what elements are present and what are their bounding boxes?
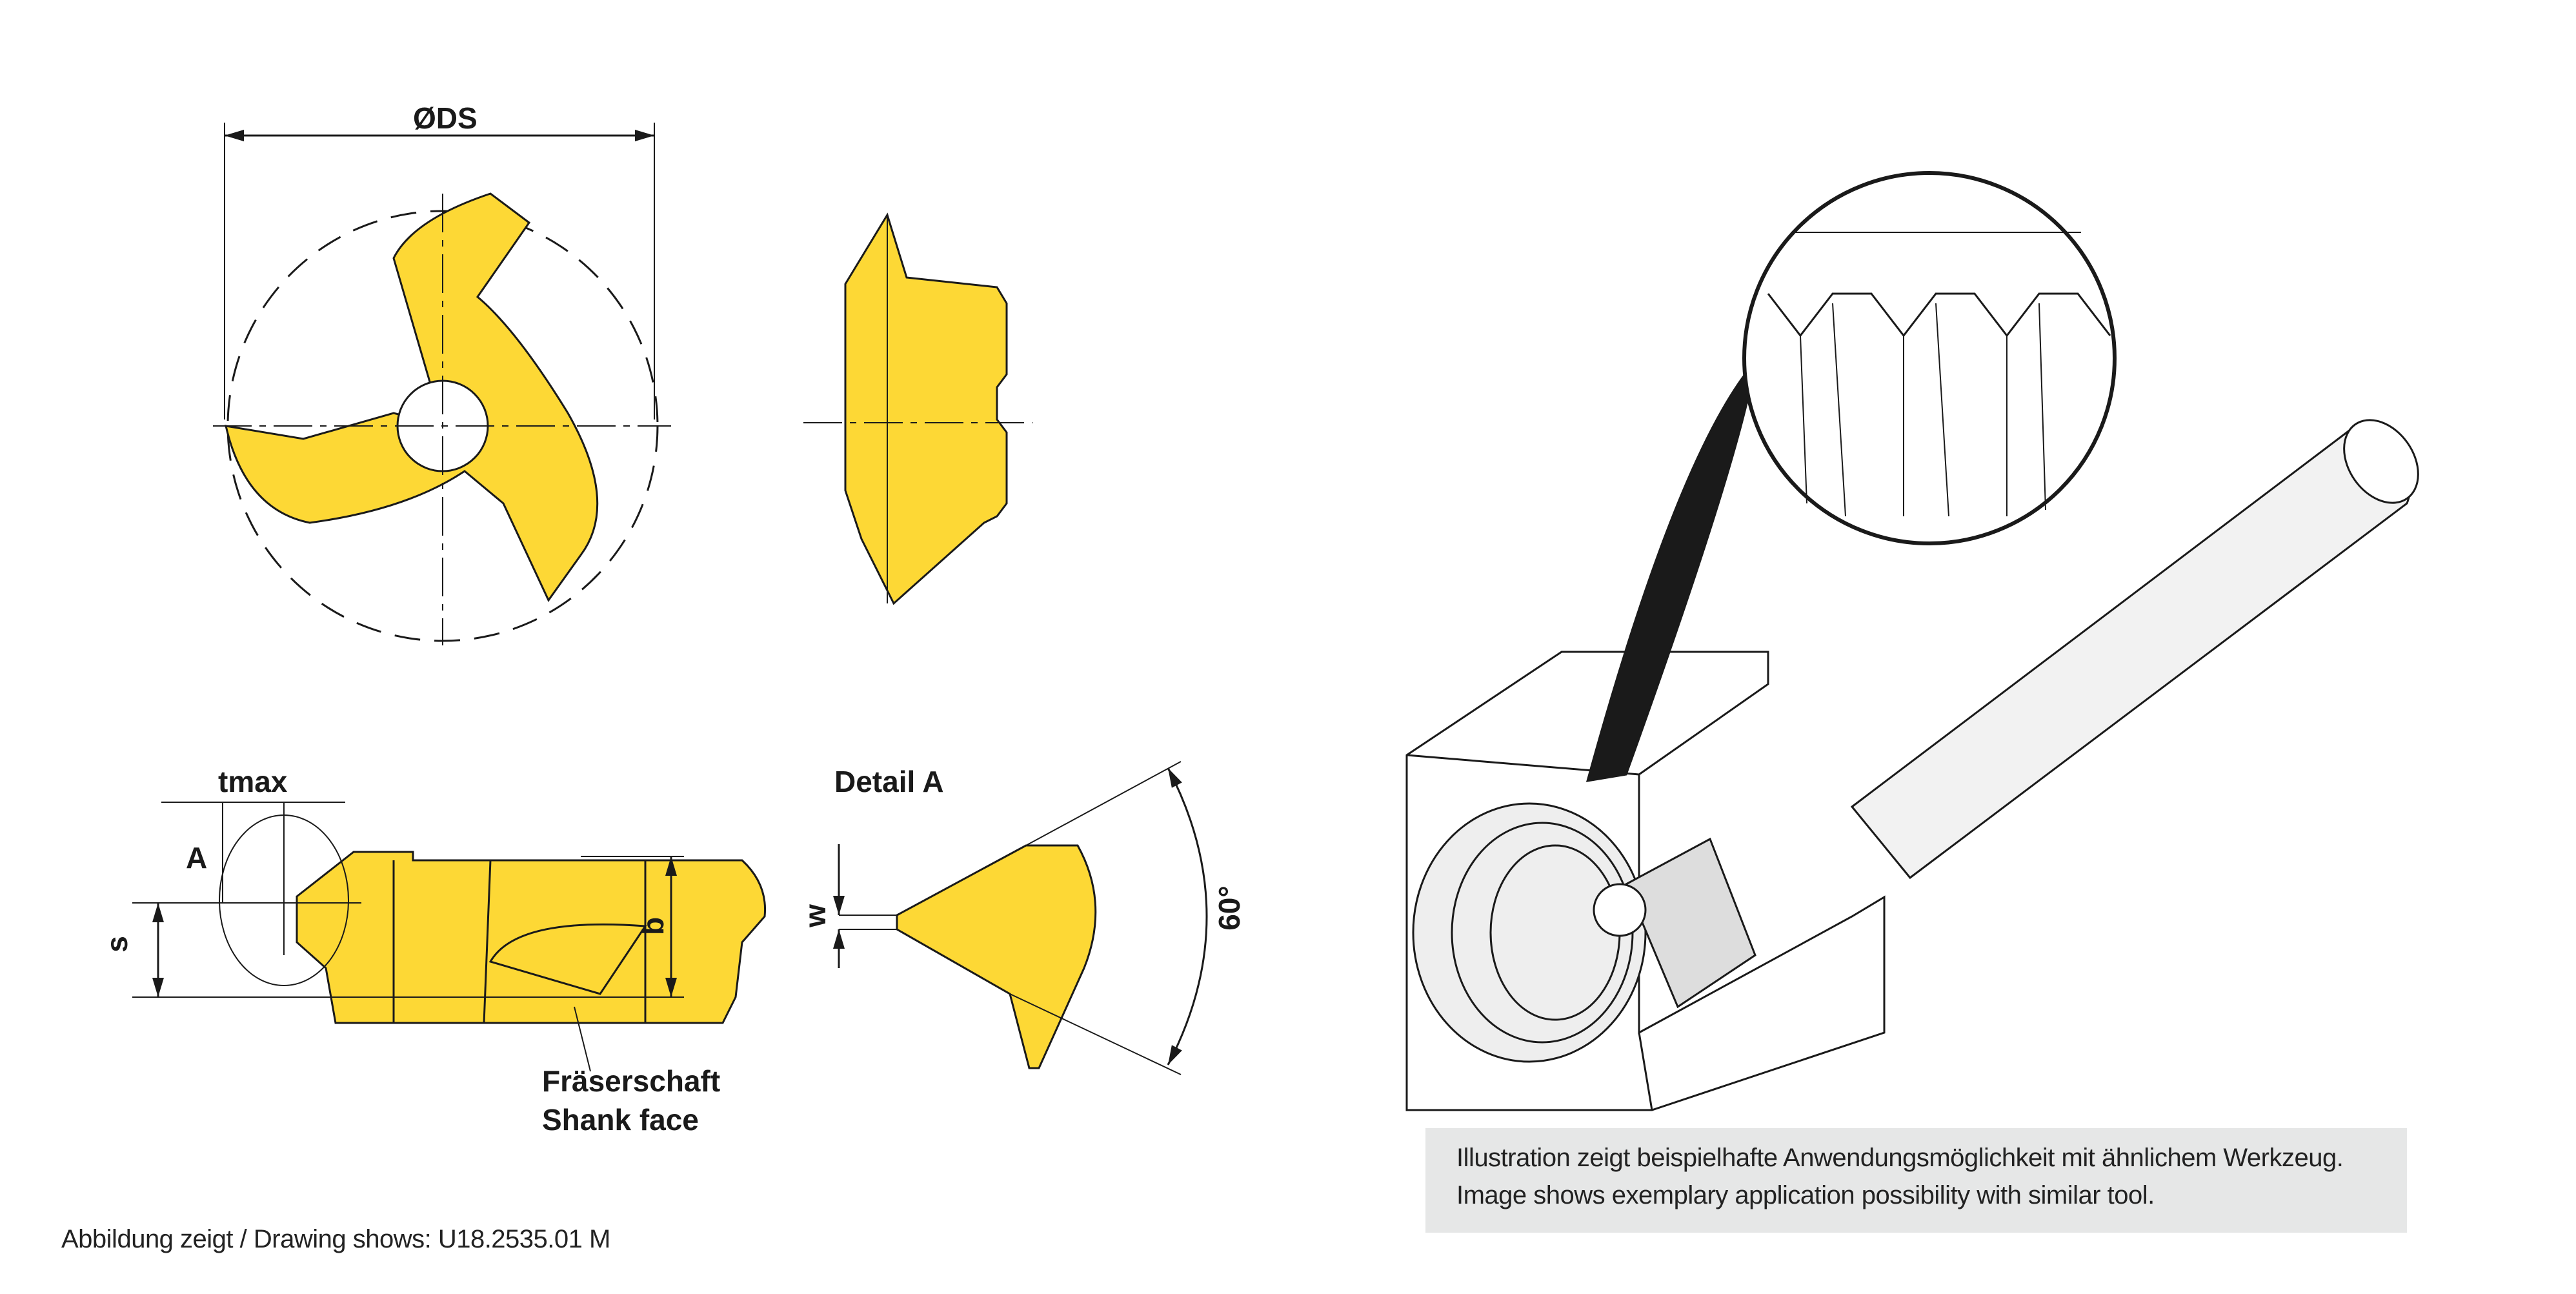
insert-top-view <box>213 123 671 645</box>
detail-marker-label: A <box>186 841 208 874</box>
insert-side-view <box>132 802 767 1072</box>
diameter-dimension-label: ØDS <box>413 101 478 135</box>
insert-profile-view <box>803 212 1032 605</box>
s-dimension-label: s <box>99 936 134 953</box>
application-illustration <box>1405 171 2419 1111</box>
shank-label-de: Fräserschaft <box>542 1064 721 1098</box>
tmax-dimension-label: tmax <box>218 765 288 798</box>
shank-label-en: Shank face <box>542 1103 699 1137</box>
caption-de: Illustration zeigt beispielhafte Anwendu… <box>1456 1144 2344 1172</box>
drawing-footer: Abbildung zeigt / Drawing shows: U18.253… <box>61 1225 610 1253</box>
w-dimension-label: w <box>798 904 832 927</box>
detail-a-view <box>833 761 1208 1075</box>
illustration-caption: Illustration zeigt beispielhafte Anwendu… <box>1425 1128 2407 1233</box>
caption-en: Image shows exemplary application possib… <box>1456 1181 2155 1209</box>
angle-dimension-label: 60° <box>1212 885 1246 931</box>
b-dimension-label: b <box>636 916 670 936</box>
detail-title: Detail A <box>834 765 944 798</box>
